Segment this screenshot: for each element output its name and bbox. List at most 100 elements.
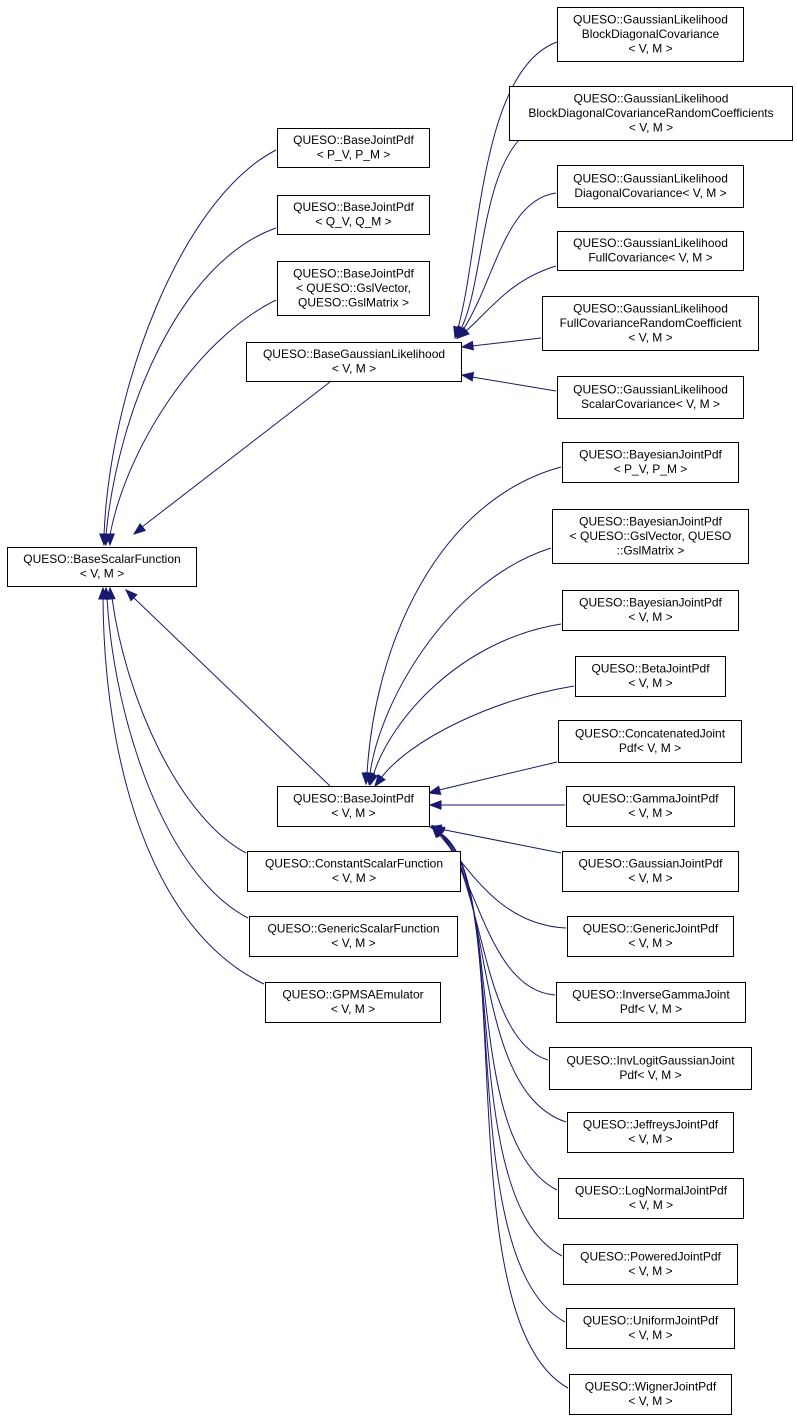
class-node-gl-block-diag[interactable]: QUESO::GaussianLikelihoodBlockDiagonalCo… [557, 7, 744, 62]
class-node-base-gaussian-likelihood[interactable]: QUESO::BaseGaussianLikelihood< V, M > [246, 342, 462, 382]
class-node-jeffreys[interactable]: QUESO::JeffreysJointPdf< V, M > [567, 1112, 734, 1153]
arrowhead-icon [460, 340, 475, 351]
class-box [566, 786, 735, 827]
class-node-base-joint-pdf-qv[interactable]: QUESO::BaseJointPdf< Q_V, Q_M > [277, 195, 430, 235]
edge-line [439, 832, 569, 1389]
arrowhead-icon [368, 772, 379, 787]
arrowhead-icon [374, 773, 386, 788]
arrowhead-icon [98, 586, 108, 600]
class-node-generic-scalar[interactable]: QUESO::GenericScalarFunction< V, M > [249, 916, 458, 957]
class-node-gl-scalar[interactable]: QUESO::GaussianLikelihoodScalarCovarianc… [557, 376, 744, 419]
class-node-generic-joint[interactable]: QUESO::GenericJointPdf< V, M > [567, 916, 734, 957]
class-label-line: QUESO::GaussianLikelihood [573, 236, 728, 250]
edge-line [380, 685, 575, 779]
class-label-line: QUESO::GaussianLikelihood [573, 301, 728, 315]
class-label-line: QUESO::JeffreysJointPdf [583, 1118, 719, 1132]
class-node-gl-full-rc[interactable]: QUESO::GaussianLikelihoodFullCovarianceR… [542, 296, 759, 351]
edge-line [460, 129, 531, 330]
class-box [246, 342, 462, 382]
class-node-gpmsa[interactable]: QUESO::GPMSAEmulator< V, M > [265, 982, 441, 1023]
class-node-gl-block-diag-rc[interactable]: QUESO::GaussianLikelihoodBlockDiagonalCo… [509, 86, 793, 141]
edge-line [133, 597, 331, 787]
class-label-line: QUESO::BaseGaussianLikelihood [263, 347, 445, 361]
edge-line [471, 337, 542, 347]
class-label-line: QUESO::GaussianLikelihood [573, 383, 728, 397]
class-label-line: < V, M > [628, 610, 672, 624]
edge-line [106, 597, 249, 919]
class-node-uniform[interactable]: QUESO::UniformJointPdf< V, M > [566, 1308, 735, 1349]
class-label-line: QUESO::LogNormalJointPdf [575, 1184, 728, 1198]
class-node-wigner[interactable]: QUESO::WignerJointPdf< V, M > [569, 1374, 732, 1415]
class-label-line: Pdf< V, M > [619, 1068, 681, 1082]
class-label-line: < QUESO::GslVector, [296, 281, 411, 295]
class-node-bayesian-gsl[interactable]: QUESO::BayesianJointPdf< QUESO::GslVecto… [552, 509, 749, 564]
class-label-line: < V, M > [331, 806, 375, 820]
class-label-line: QUESO::BaseJointPdf [293, 200, 414, 214]
class-node-base-joint-pdf-vm[interactable]: QUESO::BaseJointPdf< V, M > [277, 786, 430, 827]
class-label-line: QUESO::GPMSAEmulator [282, 988, 423, 1002]
class-node-beta[interactable]: QUESO::BetaJointPdf< V, M > [575, 656, 726, 697]
inheritance-edge-gl-scalar [460, 371, 557, 392]
inheritance-edge-gl-diag [456, 192, 557, 340]
class-node-bayesian-vm[interactable]: QUESO::BayesianJointPdf< V, M > [562, 590, 739, 631]
edge-line [102, 597, 265, 985]
edge-line [457, 41, 558, 329]
arrowhead-icon [124, 589, 138, 602]
class-node-gl-full[interactable]: QUESO::GaussianLikelihoodFullCovariance<… [557, 231, 744, 271]
class-label-line: QUESO::GaussianLikelihood [573, 172, 728, 186]
class-box [247, 851, 461, 892]
class-node-base-scalar-function[interactable]: QUESO::BaseScalarFunction< V, M > [7, 547, 197, 587]
class-label-line: QUESO::WignerJointPdf [585, 1380, 717, 1394]
class-node-base-joint-pdf-gsl[interactable]: QUESO::BaseJointPdf< QUESO::GslVector,QU… [277, 261, 430, 316]
inheritance-edge-base-joint-pdf-qv [101, 227, 277, 547]
class-nodes: QUESO::BaseScalarFunction< V, M >QUESO::… [7, 7, 793, 1415]
class-box [557, 231, 744, 271]
inheritance-edges [98, 41, 575, 1389]
class-label-line: ScalarCovariance< V, M > [581, 397, 720, 411]
class-node-gl-diag[interactable]: QUESO::GaussianLikelihoodDiagonalCovaria… [557, 165, 744, 208]
class-box [277, 261, 430, 316]
class-label-line: < V, M > [628, 676, 672, 690]
inheritance-edge-constant-scalar [105, 586, 247, 854]
class-label-line: < V, M > [628, 1328, 672, 1342]
class-box [562, 442, 739, 483]
class-node-constant-scalar[interactable]: QUESO::ConstantScalarFunction< V, M > [247, 851, 461, 892]
arrowhead-icon [427, 785, 442, 795]
class-box [542, 296, 759, 351]
class-node-lognormal[interactable]: QUESO::LogNormalJointPdf< V, M > [558, 1178, 744, 1219]
class-label-line: < Q_V, Q_M > [315, 215, 391, 229]
edge-line [438, 761, 558, 791]
inheritance-edge-gaussian-joint [428, 824, 562, 854]
class-label-line: QUESO::BaseScalarFunction [23, 552, 180, 566]
inheritance-edge-gl-block-diag-rc [456, 129, 531, 340]
class-box [567, 916, 734, 957]
class-box [277, 128, 430, 168]
inheritance-edge-bayesian-vm [368, 623, 562, 787]
class-label-line: QUESO::ConstantScalarFunction [265, 857, 443, 871]
class-box [575, 656, 726, 697]
class-label-line: < V, M > [332, 871, 376, 885]
class-box [277, 195, 430, 235]
class-label-line: < V, M > [628, 1264, 672, 1278]
class-box [558, 1178, 744, 1219]
class-label-line: QUESO::BaseJointPdf [293, 133, 414, 147]
class-node-bayesian-pv[interactable]: QUESO::BayesianJointPdf< P_V, P_M > [562, 442, 739, 483]
class-label-line: FullCovariance< V, M > [588, 251, 712, 265]
class-label-line: QUESO::BaseJointPdf [293, 266, 414, 280]
class-node-powered[interactable]: QUESO::PoweredJointPdf< V, M > [563, 1244, 738, 1285]
class-label-line: < P_V, P_M > [614, 462, 688, 476]
class-box [277, 786, 430, 827]
inheritance-edge-gl-full [456, 265, 557, 339]
class-node-base-joint-pdf-pv[interactable]: QUESO::BaseJointPdf< P_V, P_M > [277, 128, 430, 168]
class-node-gamma[interactable]: QUESO::GammaJointPdf< V, M > [566, 786, 735, 827]
class-label-line: < V, M > [629, 1198, 673, 1212]
class-node-gaussian-joint[interactable]: QUESO::GaussianJointPdf< V, M > [562, 851, 739, 892]
edge-line [103, 149, 277, 536]
inheritance-edge-concatenated [427, 761, 558, 795]
class-box [558, 720, 742, 763]
class-box [265, 982, 441, 1023]
